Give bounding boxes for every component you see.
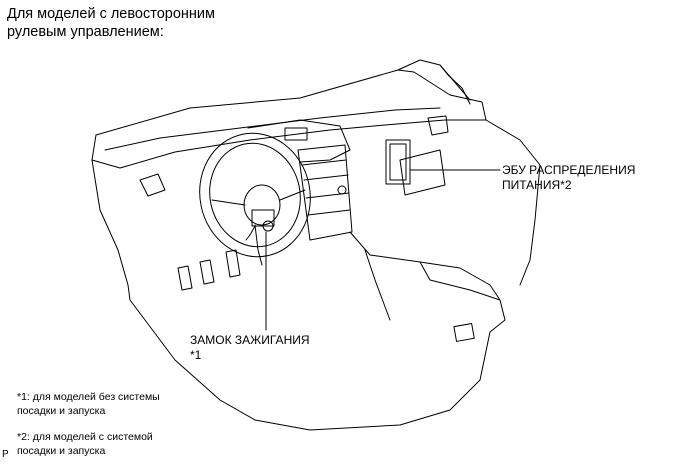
footwell-left (129, 299, 256, 421)
ignition-callout: ЗАМОК ЗАЖИГАНИЯ *1 (190, 333, 310, 363)
windshield-frame-inner (397, 59, 471, 101)
a-pillar (439, 64, 471, 105)
steering-spoke-left (211, 199, 246, 206)
pedal-accel (225, 249, 241, 278)
ecu-callout: ЭБУ РАСПРЕДЕЛЕНИЯ ПИТАНИЯ*2 (502, 163, 635, 193)
stack-knob (337, 185, 347, 195)
right-vent (427, 115, 449, 136)
right-panel (485, 119, 541, 286)
footnote-2-line-1: *2: для моделей с системой (17, 431, 153, 443)
console-top (349, 231, 501, 301)
left-dash-side (91, 159, 131, 301)
ecu-box-face (389, 143, 407, 181)
ignition-callout-line-1: ЗАМОК ЗАЖИГАНИЯ (190, 333, 310, 347)
heading-line-2: рулевым управлением: (7, 24, 164, 40)
figure-code: P (2, 449, 9, 460)
footnote-2-line-2: посадки и запуска (17, 445, 106, 457)
cluster-hood (247, 119, 351, 163)
ecu-callout-line-1: ЭБУ РАСПРЕДЕЛЕНИЯ (502, 163, 636, 177)
stack-line-1 (301, 159, 347, 166)
footnote-2: *2: для моделей с системой посадки и зап… (17, 430, 153, 458)
console-side (364, 249, 391, 321)
stack-line-4 (307, 209, 351, 216)
footnote-1: *1: для моделей без системы посадки и за… (17, 390, 160, 418)
footnote-1-line-1: *1: для моделей без системы (17, 391, 160, 403)
ignition-lock-cylinder (262, 220, 274, 232)
steering-wheel-outer (199, 132, 311, 258)
ecu-box (385, 139, 411, 185)
stack-line-2 (303, 174, 349, 181)
steering-column (254, 224, 263, 266)
heading-line-1: Для моделей с левосторонним (7, 6, 215, 22)
left-vent (139, 173, 166, 197)
glovebox (399, 149, 446, 196)
console-armrest (419, 261, 506, 333)
center-display (284, 127, 308, 141)
ecu-callout-line-2: ПИТАНИЯ*2 (502, 178, 572, 192)
pedal-brake (199, 259, 215, 285)
ignition-lock-wiring (245, 225, 256, 241)
steering-hub (243, 184, 281, 226)
pedal-clutch (177, 265, 193, 291)
steering-spoke-right (279, 189, 306, 201)
center-stack (297, 144, 353, 241)
footnote-1-line-2: посадки и запуска (17, 405, 106, 417)
console-back (449, 331, 491, 411)
floor-line (254, 409, 451, 431)
console-cupholder (453, 323, 475, 342)
dashboard-top (91, 119, 487, 169)
ignition-callout-line-2: *1 (190, 348, 202, 362)
diagram-heading: Для моделей с левосторонним рулевым упра… (7, 5, 215, 41)
windshield-outline (95, 69, 487, 136)
